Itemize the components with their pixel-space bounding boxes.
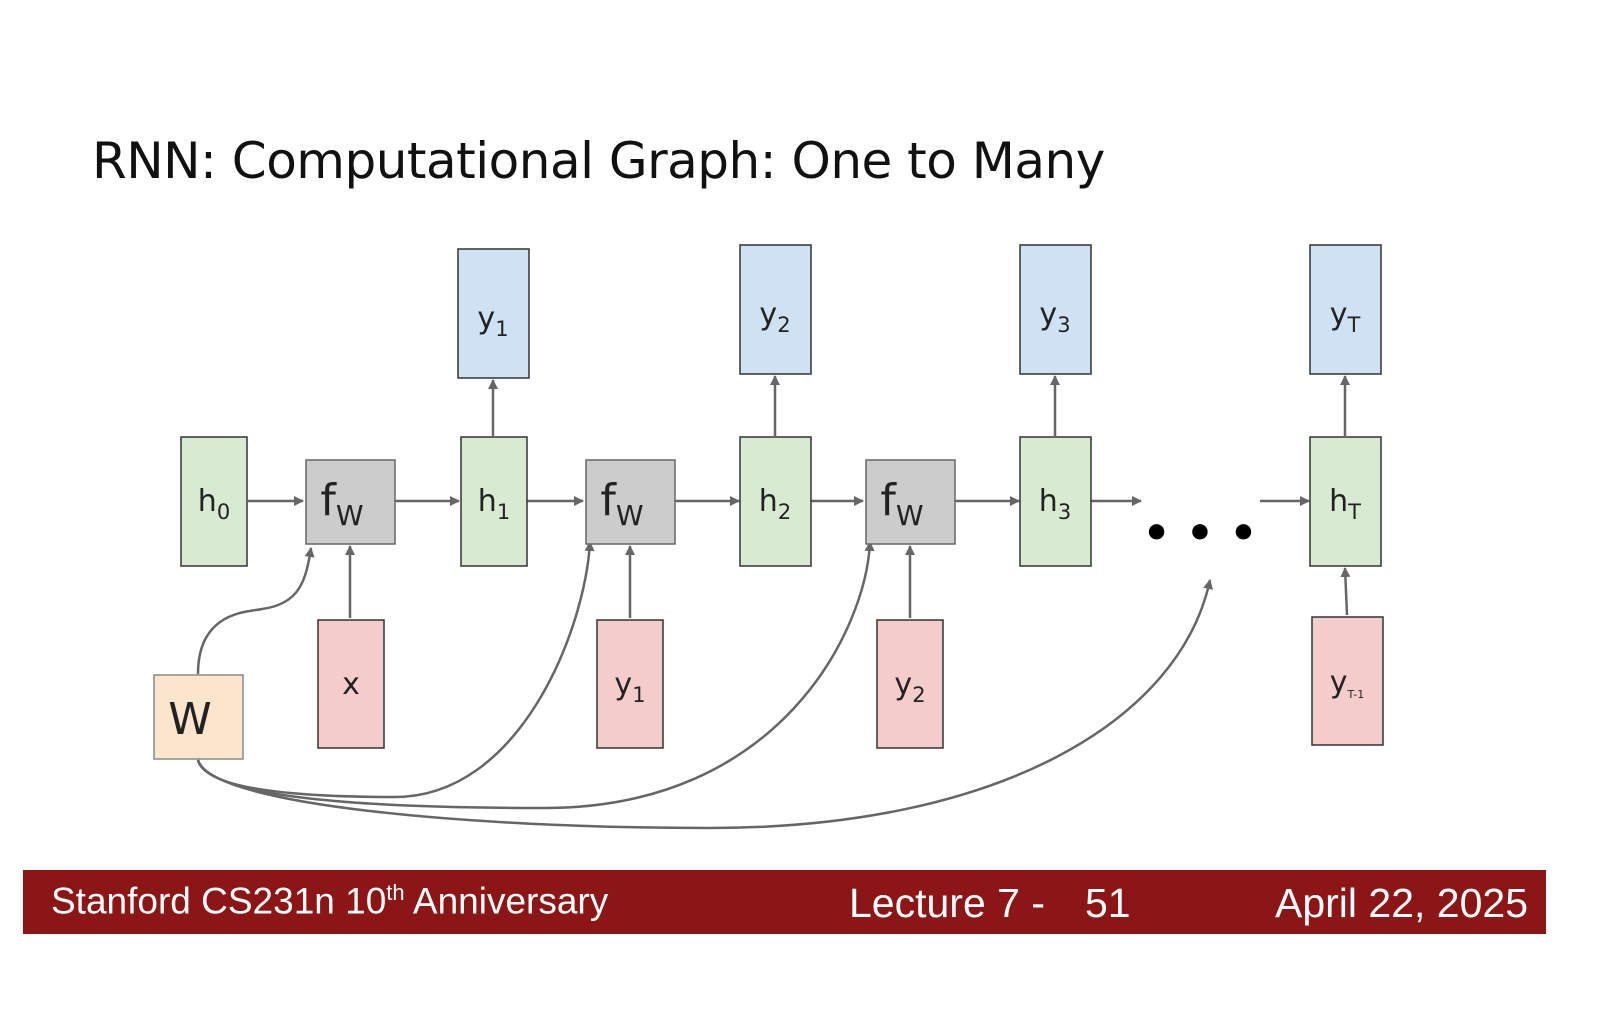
curve-w-fw1 — [196, 547, 315, 675]
weight-box — [153, 674, 244, 760]
hidden-boxes — [180, 436, 1382, 567]
curve-w-next — [196, 579, 1213, 830]
output-label-y2: y2 — [759, 297, 790, 337]
output-label-yT: yT — [1330, 297, 1361, 337]
function-label-1: fW — [320, 475, 363, 532]
hidden-label-h2: h2 — [759, 484, 791, 524]
hidden-label-h3: h3 — [1039, 484, 1071, 524]
curve-w-fw2 — [196, 541, 595, 799]
input-label-yT-1: yT-1 — [1330, 665, 1364, 701]
input-label-y2: y2 — [894, 667, 925, 707]
arrow-yT1-hT — [1340, 567, 1351, 616]
ellipsis: • • • — [1142, 508, 1257, 559]
footer-course: Stanford CS231n 10th Anniversary — [51, 880, 609, 922]
connectors — [196, 375, 1351, 830]
input-label-x: x — [342, 667, 360, 702]
footer-bar: Stanford CS231n 10th Anniversary Lecture… — [23, 870, 1546, 934]
footer-page-number: 51 — [1085, 880, 1131, 926]
output-label-y1: y1 — [477, 301, 508, 341]
function-label-2: fW — [600, 475, 643, 532]
function-boxes — [305, 459, 956, 545]
output-boxes — [457, 244, 1382, 379]
node-labels: y1 y2 y3 yT h0 h1 h2 h3 hT fW fW fW x y1… — [168, 297, 1364, 745]
slide-title: RNN: Computational Graph: One to Many — [92, 132, 1105, 190]
hidden-label-h0: h0 — [198, 484, 230, 524]
input-boxes — [317, 616, 1384, 749]
function-label-3: fW — [880, 475, 923, 532]
curve-w-fw3 — [196, 541, 875, 810]
weight-label: W — [168, 694, 212, 745]
hidden-label-hT: hT — [1329, 484, 1361, 524]
input-label-y1: y1 — [614, 667, 645, 707]
hidden-label-h1: h1 — [478, 484, 510, 524]
footer-date: April 22, 2025 — [1274, 880, 1528, 926]
output-label-y3: y3 — [1039, 297, 1070, 337]
footer-lecture: Lecture 7 -51 — [849, 880, 1131, 926]
